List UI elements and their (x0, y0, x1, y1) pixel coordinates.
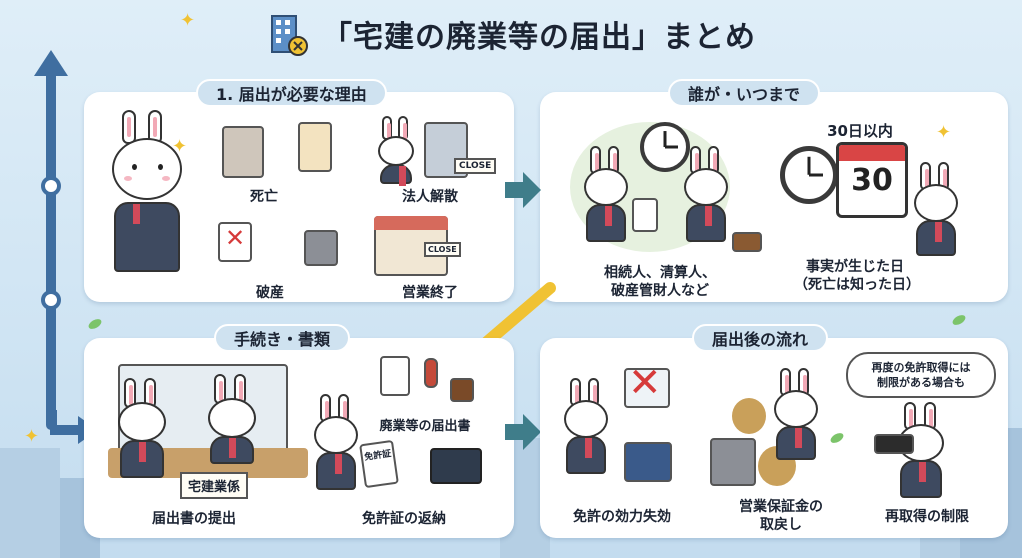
close-sign-2: CLOSE (424, 242, 461, 257)
doc-label: 廃業等の届出書 (379, 419, 471, 434)
form-document-icon (380, 356, 410, 396)
calendar-icon: 30 (836, 142, 908, 218)
rabbit-liquidator-icon (680, 146, 736, 246)
reason-business-end-label: 営業終了 (402, 285, 458, 301)
flow-line (46, 70, 56, 430)
sparkle-icon: ✦ (172, 136, 188, 157)
step-return-label: 免許証の返納 (362, 511, 446, 527)
after-item2-label-line1: 営業保証金の (739, 499, 823, 515)
safe-icon (304, 230, 338, 266)
license-card-icon: 免許証 (359, 439, 399, 489)
when-text-line-1: 事実が生じた日 (806, 259, 904, 275)
bankrupt-document-icon (218, 222, 252, 262)
counter-sign: 宅建業係 (180, 472, 249, 499)
note-line-1: 再度の免許取得には (871, 361, 971, 374)
arrow-right-icon-2 (505, 414, 541, 450)
reason-death-label: 死亡 (250, 189, 278, 205)
binoculars-icon (874, 434, 914, 454)
invalid-license-icon (624, 368, 670, 408)
rabbit-heir-icon (580, 146, 636, 246)
close-sign: CLOSE (454, 158, 497, 174)
note-line-2: 制限がある場合も (877, 376, 965, 389)
flow-arrow-up-icon (34, 50, 68, 76)
after-item2-label-line2: 取戻し (760, 517, 802, 533)
rabbit-returning-icon (310, 394, 366, 494)
who-text-line-2: 破産管財人など (611, 283, 709, 299)
cross-icon-2: ✕ (628, 360, 662, 406)
shop-awning (374, 216, 448, 230)
rabbit-binoculars-icon (892, 402, 952, 502)
reason-dissolution-label: 法人解散 (402, 189, 458, 205)
who-text-line-1: 相続人、清算人、 (604, 265, 716, 281)
rabbit-businessman-icon (98, 110, 198, 280)
rabbit-pointing-icon (910, 162, 966, 262)
after-item1-label: 免許の効力失効 (573, 509, 671, 525)
leaf-icon-2 (950, 313, 968, 327)
wall-clock-icon (640, 122, 690, 172)
deadline-clock-icon (780, 146, 838, 204)
sparkle-icon-4: ✦ (180, 10, 196, 31)
when-text-line-2: （死亡は知った日） (794, 277, 920, 293)
money-bag-icon (732, 398, 766, 434)
section-heading-after: 届出後の流れ (692, 324, 829, 352)
page-title: 「宅建の廃業等の届出」まとめ (322, 20, 756, 55)
books-icon (624, 442, 672, 482)
rabbit-clerk-icon (204, 374, 264, 464)
seal-stamp-icon (450, 378, 474, 402)
leaf-icon (86, 317, 104, 331)
stamp-icon (424, 358, 438, 388)
arrow-right-icon (505, 172, 541, 208)
document-icon (632, 198, 658, 232)
memorial-photo-icon (222, 126, 264, 178)
rabbit-license-icon (560, 378, 616, 478)
step-submit-label: 届出書の提出 (152, 511, 236, 527)
plant-icon (828, 431, 846, 445)
after-item3-label: 再取得の制限 (885, 509, 969, 525)
cross-icon: ✕ (225, 224, 246, 252)
reason-bankruptcy-label: 破産 (256, 285, 284, 301)
section-heading-reasons: 1. 届出が必要な理由 (196, 79, 387, 107)
note-bubble: 再度の免許取得には 制限がある場合も (846, 352, 996, 398)
rabbit-happy-icon (770, 368, 826, 468)
deadline-label: 30日以内 (827, 122, 893, 140)
flow-node-bottom (41, 290, 61, 310)
flow-node-top (41, 176, 61, 196)
panel-procedure: 宅建業係 届出書の提出 廃業等の届出書 免許証 免許証の返納 (84, 338, 514, 538)
office-building-icon (266, 12, 310, 56)
scroll-icon (298, 122, 332, 172)
title-bar: 「宅建の廃業等の届出」まとめ (0, 10, 1022, 58)
panel-reasons: ✦ 死亡 CLOSE 法人解散 ✕ 破産 CLOSE 営業終了 (84, 92, 514, 302)
briefcase-icon (732, 232, 762, 252)
sparkle-icon-3: ✦ (24, 426, 40, 447)
computer-icon (430, 448, 482, 484)
sparkle-icon-2: ✦ (936, 122, 952, 143)
license-card-text: 免許証 (363, 449, 392, 463)
panel-after: ✕ 免許の効力失効 営業保証金の 取戻し 再度の免許取得には 制限がある場合も … (540, 338, 1008, 538)
safe-icon-2 (710, 438, 756, 486)
rabbit-submitter-icon (114, 378, 174, 478)
calendar-number: 30 (851, 163, 893, 198)
section-heading-procedure: 手続き・書類 (214, 324, 351, 352)
panel-who-when: 相続人、清算人、 破産管財人など 30日以内 30 ✦ 事実が生じた日 （死亡は… (540, 92, 1008, 302)
section-heading-who-when: 誰が・いつまで (668, 79, 821, 107)
rabbit-worried-icon (374, 116, 424, 186)
